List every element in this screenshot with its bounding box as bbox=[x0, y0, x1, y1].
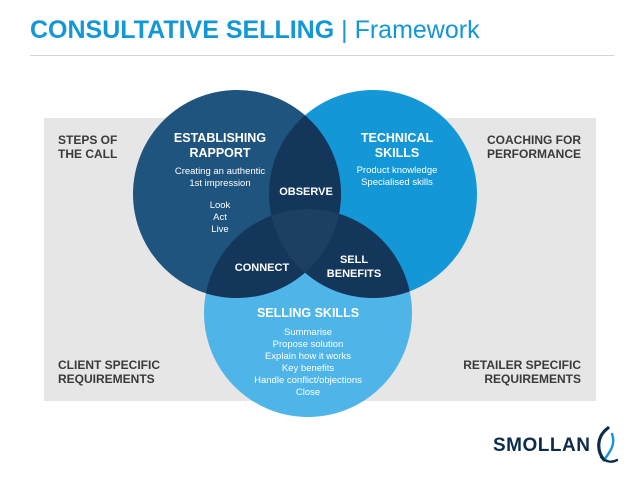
title-rest: Framework bbox=[354, 16, 480, 44]
swirl-logo-icon bbox=[597, 426, 619, 463]
corner-line: STEPS OF bbox=[58, 133, 118, 147]
rapport-body-line: 1st impression bbox=[189, 178, 250, 189]
title-bold: CONSULTATIVE SELLING bbox=[30, 16, 335, 44]
rapport-list-item: Act bbox=[213, 212, 227, 223]
logo-text: SMOLLAN bbox=[493, 435, 591, 456]
observe-label: OBSERVE bbox=[279, 186, 333, 198]
corner-line: THE CALL bbox=[58, 147, 118, 161]
page-title: CONSULTATIVE SELLING | Framework bbox=[30, 16, 480, 45]
corner-line: CLIENT SPECIFIC bbox=[58, 358, 161, 372]
technical-heading-line: SKILLS bbox=[375, 146, 419, 160]
technical-heading-line: TECHNICAL bbox=[361, 131, 434, 145]
rapport-list-item: Look bbox=[210, 200, 231, 211]
selling-body-line: Summarise bbox=[284, 327, 332, 338]
technical-body-line: Product knowledge bbox=[357, 165, 438, 176]
rapport-heading-line: RAPPORT bbox=[189, 146, 250, 160]
rapport-body-line: Creating an authentic bbox=[175, 166, 266, 177]
selling-body-line: Propose solution bbox=[273, 339, 344, 350]
selling-heading: SELLING SKILLS bbox=[257, 306, 359, 320]
corner-coaching-for-performance: COACHING FOR PERFORMANCE bbox=[487, 133, 581, 161]
connect-overlap bbox=[204, 209, 341, 298]
smollan-logo: SMOLLAN bbox=[493, 426, 620, 466]
corner-line: REQUIREMENTS bbox=[58, 372, 155, 386]
rapport-list-item: Live bbox=[211, 224, 228, 235]
selling-body-line: Handle conflict/objections bbox=[254, 375, 362, 386]
corner-line: REQUIREMENTS bbox=[484, 372, 581, 386]
corner-line: RETAILER SPECIFIC bbox=[463, 358, 581, 372]
sell-benefits-overlap bbox=[269, 209, 412, 298]
corner-steps-of-the-call: STEPS OF THE CALL bbox=[58, 133, 117, 161]
sell-benefits-label-line: BENEFITS bbox=[327, 268, 381, 280]
connect-label: CONNECT bbox=[235, 262, 290, 274]
corner-retailer-specific-requirements: RETAILER SPECIFIC REQUIREMENTS bbox=[463, 358, 581, 386]
technical-body-line: Specialised skills bbox=[361, 177, 433, 188]
selling-body-line: Key benefits bbox=[282, 363, 335, 374]
title-separator: | bbox=[334, 16, 355, 44]
rapport-heading-line: ESTABLISHING bbox=[174, 131, 266, 145]
selling-body-line: Close bbox=[296, 387, 320, 398]
corner-line: PERFORMANCE bbox=[486, 147, 581, 161]
title-divider bbox=[30, 55, 614, 56]
corner-line: COACHING FOR bbox=[487, 133, 581, 147]
selling-body-line: Explain how it works bbox=[265, 351, 351, 362]
corner-client-specific-requirements: CLIENT SPECIFIC REQUIREMENTS bbox=[58, 358, 160, 386]
sell-benefits-label-line: SELL bbox=[340, 254, 368, 266]
